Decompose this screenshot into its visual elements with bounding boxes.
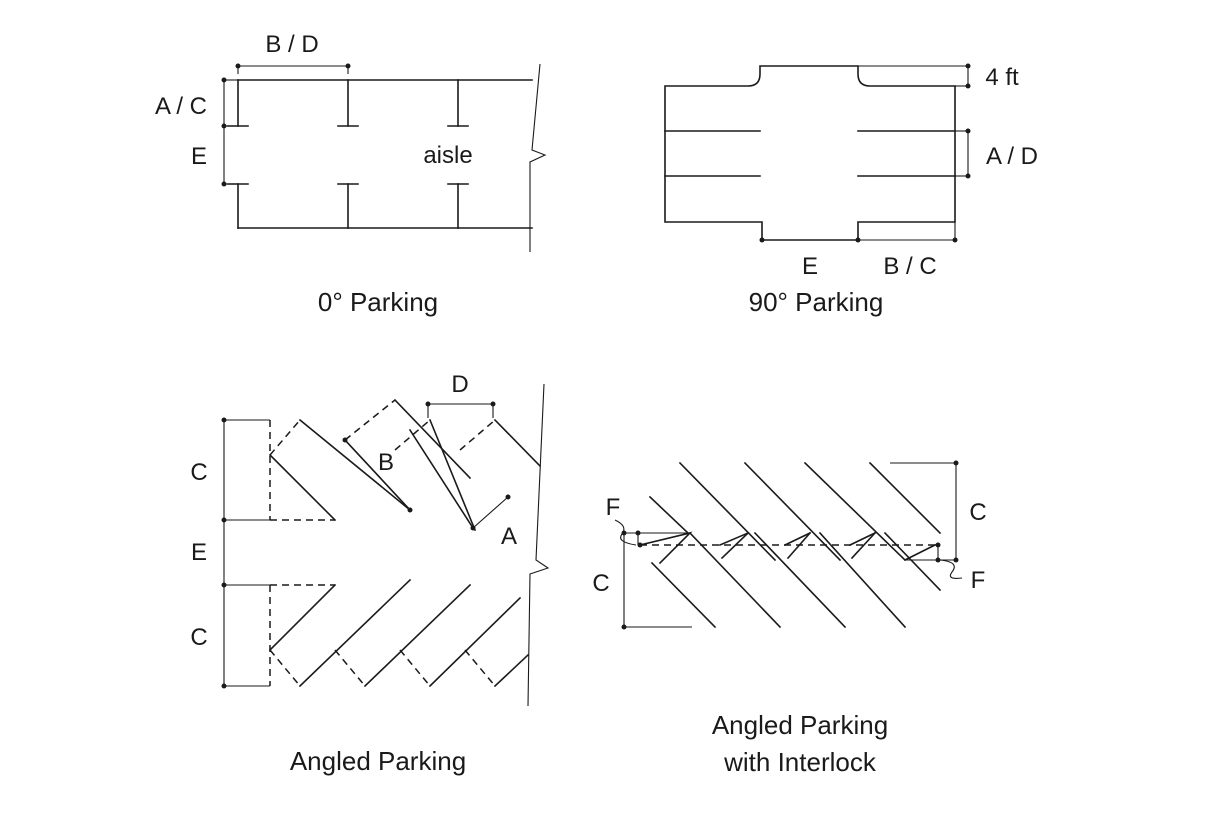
dim-b-label: B <box>378 449 394 476</box>
interlock-caption-line2: with Interlock <box>723 747 877 777</box>
angled-parking-diagram: D B A C E C Angled Parking <box>190 371 550 776</box>
dim-4ft-label: 4 ft <box>985 64 1019 91</box>
dim-d-label: D <box>451 371 468 398</box>
dim-f-right-label: F <box>971 567 986 594</box>
ninety-degree-parking-diagram: 4 ft A / D E B / C 90° Parking <box>664 63 1038 317</box>
dim-e-label: E <box>802 253 818 280</box>
dim-b-d-label: B / D <box>265 31 318 58</box>
ninety-degree-caption: 90° Parking <box>749 287 884 317</box>
angled-interlock-diagram: F C C F Angled Parking with Interlock <box>592 460 987 777</box>
dim-c-left-label: C <box>592 570 609 597</box>
dim-c-bottom-label: C <box>190 624 207 651</box>
angled-parking-caption: Angled Parking <box>290 746 466 776</box>
dim-e-label: E <box>191 539 207 566</box>
zero-degree-caption: 0° Parking <box>318 287 438 317</box>
dim-a-label: A <box>501 523 517 550</box>
dim-b-c-label: B / C <box>883 253 936 280</box>
aisle-label: aisle <box>423 142 472 169</box>
dim-a-d-label: A / D <box>986 143 1038 170</box>
dim-e-label: E <box>191 143 207 170</box>
dim-f-left-label: F <box>606 494 621 521</box>
dim-a-c-label: A / C <box>155 93 207 120</box>
dim-c-right-label: C <box>969 499 986 526</box>
interlock-caption-line1: Angled Parking <box>712 710 888 740</box>
dim-c-top-label: C <box>190 459 207 486</box>
zero-degree-parking-diagram: B / D A / C E aisle 0° Parking <box>155 31 547 317</box>
